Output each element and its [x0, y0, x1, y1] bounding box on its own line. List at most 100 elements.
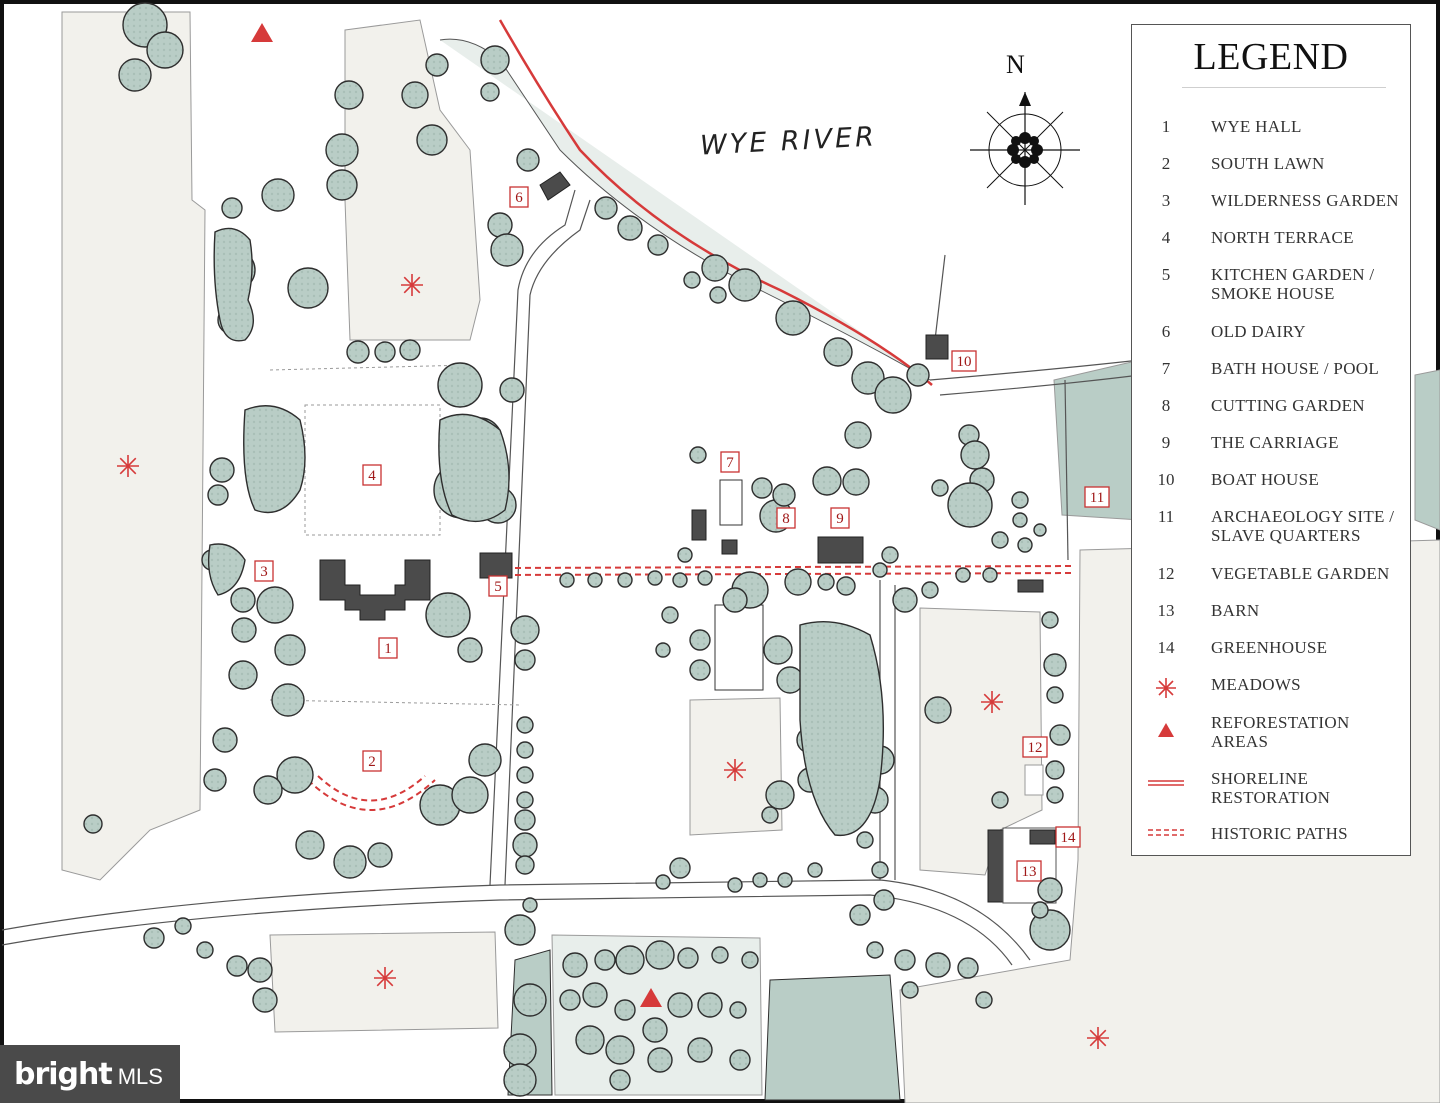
tree — [247, 957, 273, 983]
tree — [503, 1033, 537, 1067]
tree — [701, 254, 729, 282]
watermark-sub: MLS — [117, 1064, 163, 1089]
tree — [697, 570, 713, 586]
tree — [677, 547, 693, 563]
tree — [559, 572, 575, 588]
tree — [991, 531, 1009, 549]
tree — [457, 637, 483, 663]
tree — [587, 572, 603, 588]
tree — [894, 949, 916, 971]
tree — [655, 874, 671, 890]
legend-item-key: 2 — [1161, 154, 1171, 173]
legend-symbol-label: MEADOWS — [1211, 675, 1301, 694]
tree — [752, 872, 768, 888]
tree — [683, 271, 701, 289]
legend-item-key: 9 — [1161, 433, 1171, 452]
site-marker-1: 1 — [378, 637, 398, 659]
svg-text:12: 12 — [1028, 740, 1043, 756]
historic-path-lawn-2 — [317, 775, 426, 802]
old-dairy-building — [539, 171, 571, 201]
tree — [1031, 901, 1049, 919]
tree — [515, 855, 535, 875]
tree — [503, 1063, 537, 1097]
tree — [697, 992, 723, 1018]
pool — [719, 479, 743, 526]
tree — [274, 634, 306, 666]
barn-yard — [1002, 827, 1057, 904]
tree — [866, 941, 884, 959]
meadow-asterisk-icon — [724, 759, 746, 781]
tree — [647, 1047, 673, 1073]
tree — [230, 587, 256, 613]
tree — [975, 991, 993, 1009]
tree — [174, 917, 192, 935]
road-north-edge — [504, 199, 591, 886]
tree — [605, 1035, 635, 1065]
tree — [196, 941, 214, 959]
tree — [817, 573, 835, 591]
site-marker-12: 12 — [1022, 736, 1048, 758]
meadow-south-west — [269, 931, 499, 1033]
tree — [617, 572, 633, 588]
tree — [468, 743, 502, 777]
site-marker-2: 2 — [362, 750, 382, 772]
tree — [669, 857, 691, 879]
legend-item-label: BATH HOUSE / POOL — [1211, 359, 1380, 378]
legend-item-label: KITCHEN GARDEN / SMOKE HOUSE — [1211, 265, 1375, 303]
tree — [892, 587, 918, 613]
tree — [228, 660, 258, 690]
legend-divider — [1182, 87, 1386, 88]
smoke-house-building — [479, 552, 513, 579]
tree — [594, 949, 616, 971]
tree — [575, 1025, 605, 1055]
road-main-edge — [1, 894, 1013, 966]
tree — [490, 233, 524, 267]
tree — [687, 1037, 713, 1063]
tree — [925, 952, 951, 978]
legend-item-label: CUTTING GARDEN — [1211, 396, 1365, 415]
tree — [1046, 786, 1064, 804]
tree — [672, 572, 688, 588]
tree — [118, 58, 152, 92]
tree — [1045, 760, 1065, 780]
tree — [559, 989, 581, 1011]
tree — [326, 169, 358, 201]
tree — [143, 927, 165, 949]
tree — [346, 340, 370, 364]
tree — [231, 617, 257, 643]
historic-path-east-1 — [504, 565, 1076, 569]
tree — [924, 696, 952, 724]
tree — [722, 587, 748, 613]
tree — [522, 897, 538, 913]
tree — [851, 361, 885, 395]
hedge — [438, 413, 510, 523]
site-marker-3: 3 — [254, 560, 274, 582]
site-marker-9: 9 — [830, 507, 850, 529]
tree — [276, 756, 314, 794]
tree — [512, 832, 538, 858]
reforestation-triangle-icon — [251, 23, 273, 42]
tree — [642, 1017, 668, 1043]
buildings — [319, 171, 1056, 903]
tree — [874, 376, 912, 414]
meadow-asterisk-icon — [981, 691, 1003, 713]
tree — [516, 148, 540, 172]
reforestation-symbols — [251, 23, 662, 1007]
tree — [295, 830, 325, 860]
hedge — [213, 227, 254, 342]
boat-house-building — [925, 334, 949, 360]
svg-text:10: 10 — [957, 354, 972, 370]
forest-edge — [1414, 369, 1440, 531]
tree — [437, 362, 483, 408]
meadow-north — [344, 19, 481, 341]
legend-item-key: 14 — [1157, 638, 1175, 657]
tree — [728, 268, 762, 302]
compass-rose — [970, 92, 1080, 205]
tree — [729, 1001, 747, 1019]
tree — [499, 377, 525, 403]
tree — [661, 606, 679, 624]
wye-hall-building — [319, 559, 431, 621]
tree — [765, 780, 795, 810]
tree — [374, 341, 396, 363]
tree — [1029, 909, 1071, 951]
